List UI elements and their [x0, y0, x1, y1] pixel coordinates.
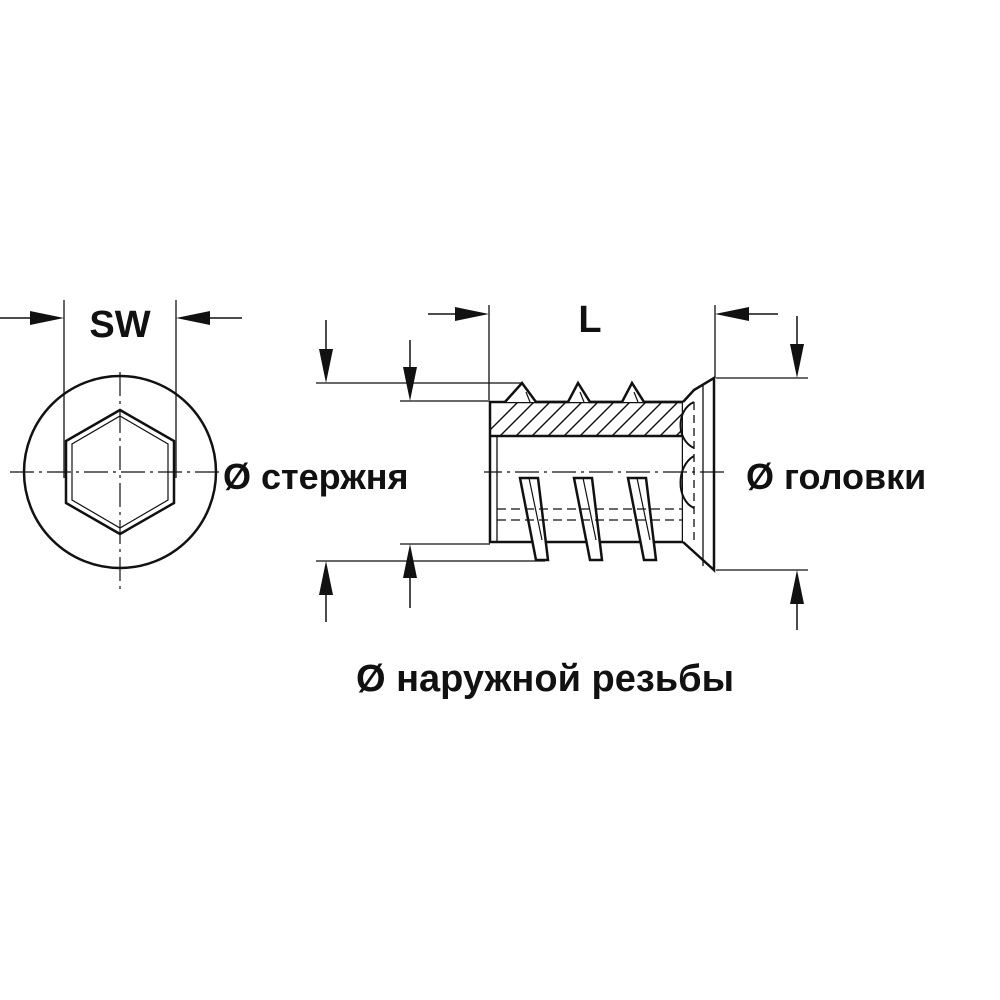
- head-chamfer-lower: [679, 455, 695, 509]
- side-view-dimensions: [316, 305, 808, 630]
- head-arrow-bottom: [790, 570, 804, 604]
- length-arrow-right: [715, 307, 749, 321]
- sw-arrow-left: [30, 311, 64, 325]
- sw-arrow-right: [176, 311, 210, 325]
- end-view: [0, 300, 242, 590]
- shank-diameter-label: Ø стержня: [223, 456, 408, 497]
- side-view: [478, 375, 726, 573]
- outer-thread-arrow-bottom: [319, 561, 333, 595]
- outer-thread-arrow-top: [319, 349, 333, 383]
- helical-thread: [518, 476, 658, 562]
- section-hatching: [490, 402, 683, 436]
- shank-arrow-bottom: [403, 544, 417, 578]
- length-label: L: [578, 299, 601, 341]
- thread-teeth-top: [504, 380, 683, 404]
- sw-label: SW: [89, 304, 150, 346]
- head-flange: [682, 375, 716, 573]
- shank-arrow-top: [403, 367, 417, 401]
- head-arrow-top: [790, 344, 804, 378]
- head-diameter-label: Ø головки: [746, 456, 926, 497]
- outer-thread-diameter-label: Ø наружной резьбы: [356, 658, 734, 700]
- head-chamfer-upper: [679, 401, 695, 449]
- length-arrow-left: [455, 307, 489, 321]
